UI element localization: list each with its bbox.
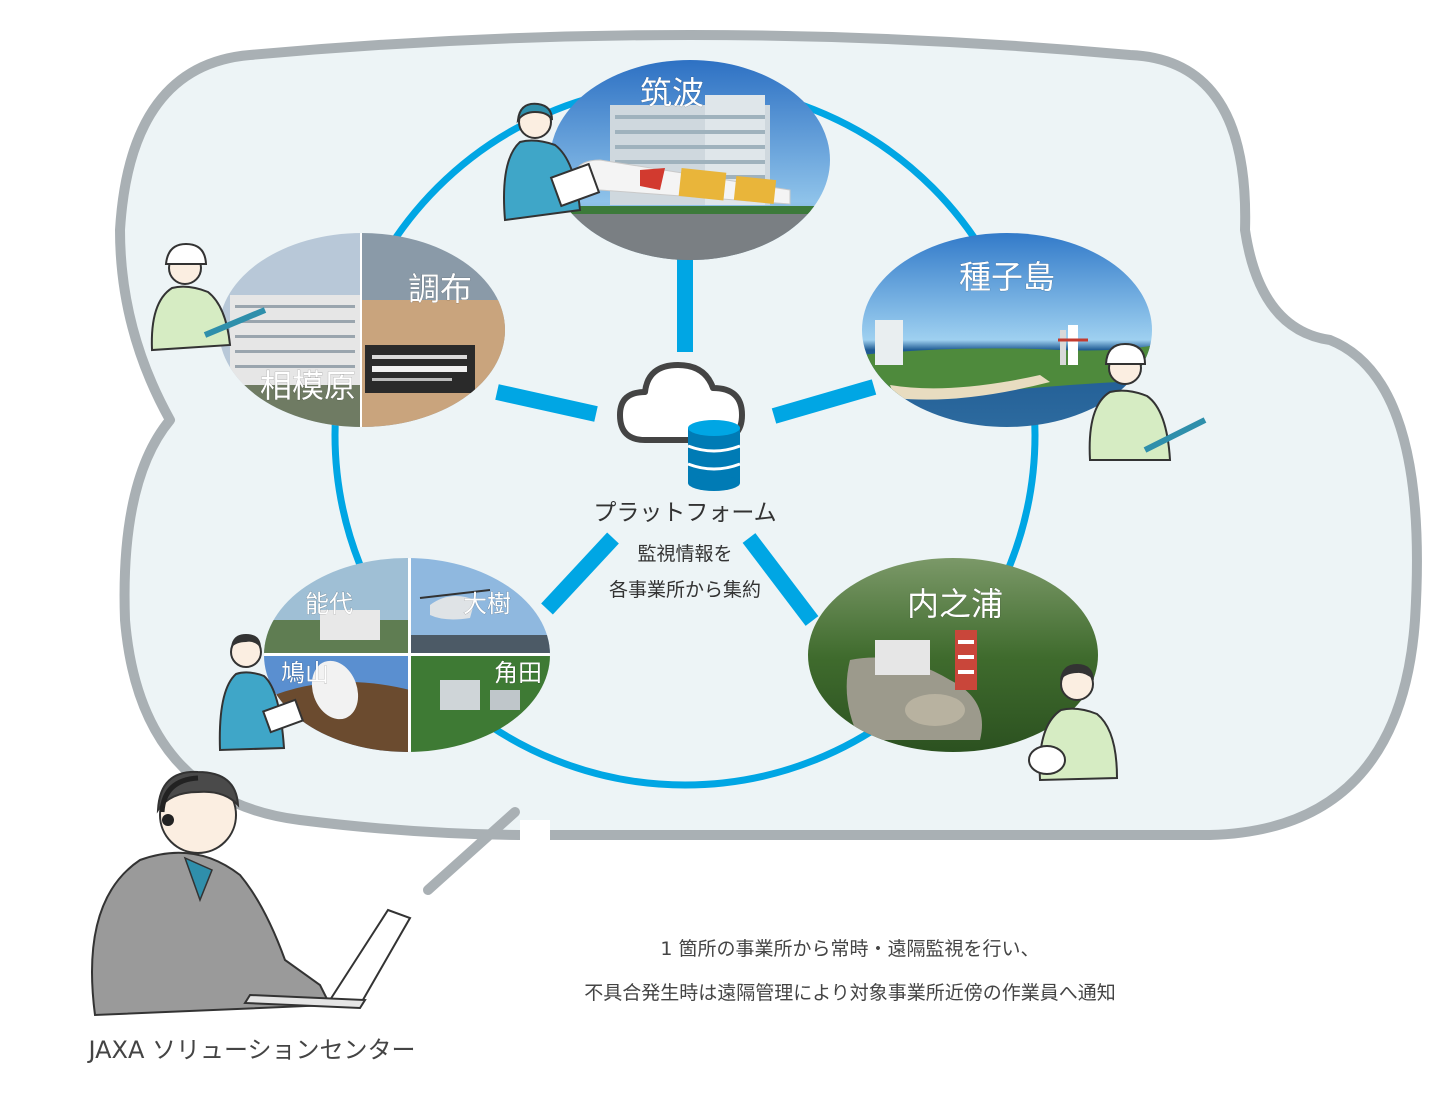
site-label-uchinoura: 内之浦 <box>907 585 1003 623</box>
spoke-chofu <box>495 384 598 422</box>
platform-desc-1: 監視情報を <box>637 543 732 565</box>
site-label-chofu: 調布 <box>408 270 472 308</box>
site-label-tsukuba: 筑波 <box>640 74 704 112</box>
worker-chofu-illustration <box>150 242 267 352</box>
caption-line-1: 1 箇所の事業所から常時・遠隔監視を行い、 <box>660 938 1039 960</box>
site-label-kakuda: 角田 <box>494 659 542 687</box>
caption-line-2: 不具合発生時は遠隔管理により対象事業所近傍の作業員へ通知 <box>584 982 1116 1004</box>
site-chofu-sagamihara: 調布 相模原 <box>219 233 505 427</box>
platform-label: プラットフォーム <box>593 500 776 526</box>
site-label-noshiro: 能代 <box>305 590 353 618</box>
worker-tsukuba-illustration <box>503 102 601 222</box>
spoke-uchinoura <box>742 533 819 626</box>
site-label-hatoyama: 鳩山 <box>281 659 329 687</box>
site-tanegashima: 種子島 <box>862 233 1152 427</box>
site-label-sagamihara: 相模原 <box>260 367 356 405</box>
operator-label: JAXA ソリューションセンター <box>86 1036 415 1064</box>
worker-hokkai-illustration <box>218 634 305 752</box>
worker-tanegashima-illustration <box>1088 342 1207 461</box>
platform-node: プラットフォーム 監視情報を 各事業所から集約 <box>593 362 777 601</box>
spokes <box>495 258 877 626</box>
spoke-tanegashima <box>771 379 877 424</box>
site-label-tanegashima: 種子島 <box>959 258 1055 296</box>
site-noshiro-taiki-hatoyama-kakuda: 能代 大樹 鳩山 角田 <box>264 558 550 752</box>
worker-uchinoura-illustration <box>1028 664 1119 782</box>
site-tsukuba: 筑波 <box>550 60 830 260</box>
database-icon <box>687 420 741 491</box>
site-label-taiki: 大樹 <box>463 590 511 618</box>
site-uchinoura: 内之浦 <box>808 558 1098 752</box>
spoke-hokkai <box>541 532 619 615</box>
platform-desc-2: 各事業所から集約 <box>609 579 761 601</box>
operator-illustration <box>91 770 412 1017</box>
